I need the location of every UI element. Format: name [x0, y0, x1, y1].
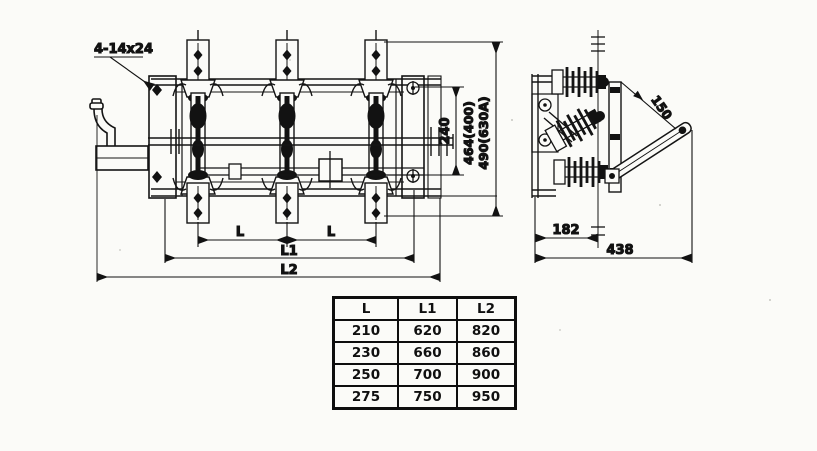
table-row: 210 620 820: [332, 319, 517, 343]
dim-438-label: 438: [606, 243, 633, 258]
table-row: 230 660 860: [332, 341, 517, 365]
table-cell: 900: [456, 363, 517, 387]
table-cell: 700: [397, 363, 458, 387]
table-row: 275 750 950: [332, 385, 517, 410]
table-cell: 250: [332, 363, 399, 387]
side-view: [531, 30, 692, 248]
linkage-bar: [198, 151, 424, 188]
table-cell: 820: [456, 319, 517, 343]
dim-l-left-label: L: [236, 225, 244, 240]
table-cell: 275: [332, 385, 399, 410]
dim-height-630-label: 490(630A): [476, 96, 491, 169]
insulator-bottom: [552, 155, 610, 189]
table-cell: 950: [456, 385, 517, 410]
table-cell: 860: [456, 341, 517, 365]
dim-240-label: 240: [438, 117, 453, 144]
scan-noise: [119, 59, 771, 331]
dim-height-400-label: 464(400): [461, 101, 476, 165]
operating-handle: [89, 98, 149, 171]
table-cell: 620: [397, 319, 458, 343]
front-view: [89, 29, 454, 247]
side-centerline: [591, 30, 605, 248]
table-cell: 660: [397, 341, 458, 365]
table-header-l2: L2: [456, 296, 517, 321]
dim-150-label: 150: [648, 92, 675, 122]
mounting-slot-label: 4-14x24: [94, 42, 153, 57]
table-header-l: L: [332, 296, 399, 321]
table-row: 250 700 900: [332, 363, 517, 387]
table-cell: 230: [332, 341, 399, 365]
dim-182-label: 182: [552, 223, 579, 238]
insulator-middle: [542, 100, 607, 156]
dim-l1-label: L1: [280, 244, 297, 259]
table-header-row: L L1 L2: [332, 296, 517, 321]
lever-arm: [604, 121, 692, 184]
dimension-table: L L1 L2 210 620 820 230 660 860 250 700 …: [332, 296, 517, 410]
side-frame: [531, 74, 578, 198]
table-cell: 210: [332, 319, 399, 343]
table-header-l1: L1: [397, 296, 458, 321]
dim-l-right-label: L: [327, 225, 335, 240]
table-cell: 750: [397, 385, 458, 410]
front-dimensions: 4-14x24 240 464(400) 490(630A) L L L1 L2: [93, 41, 503, 282]
dim-l2-label: L2: [280, 263, 297, 278]
insulator-top: [550, 65, 608, 99]
